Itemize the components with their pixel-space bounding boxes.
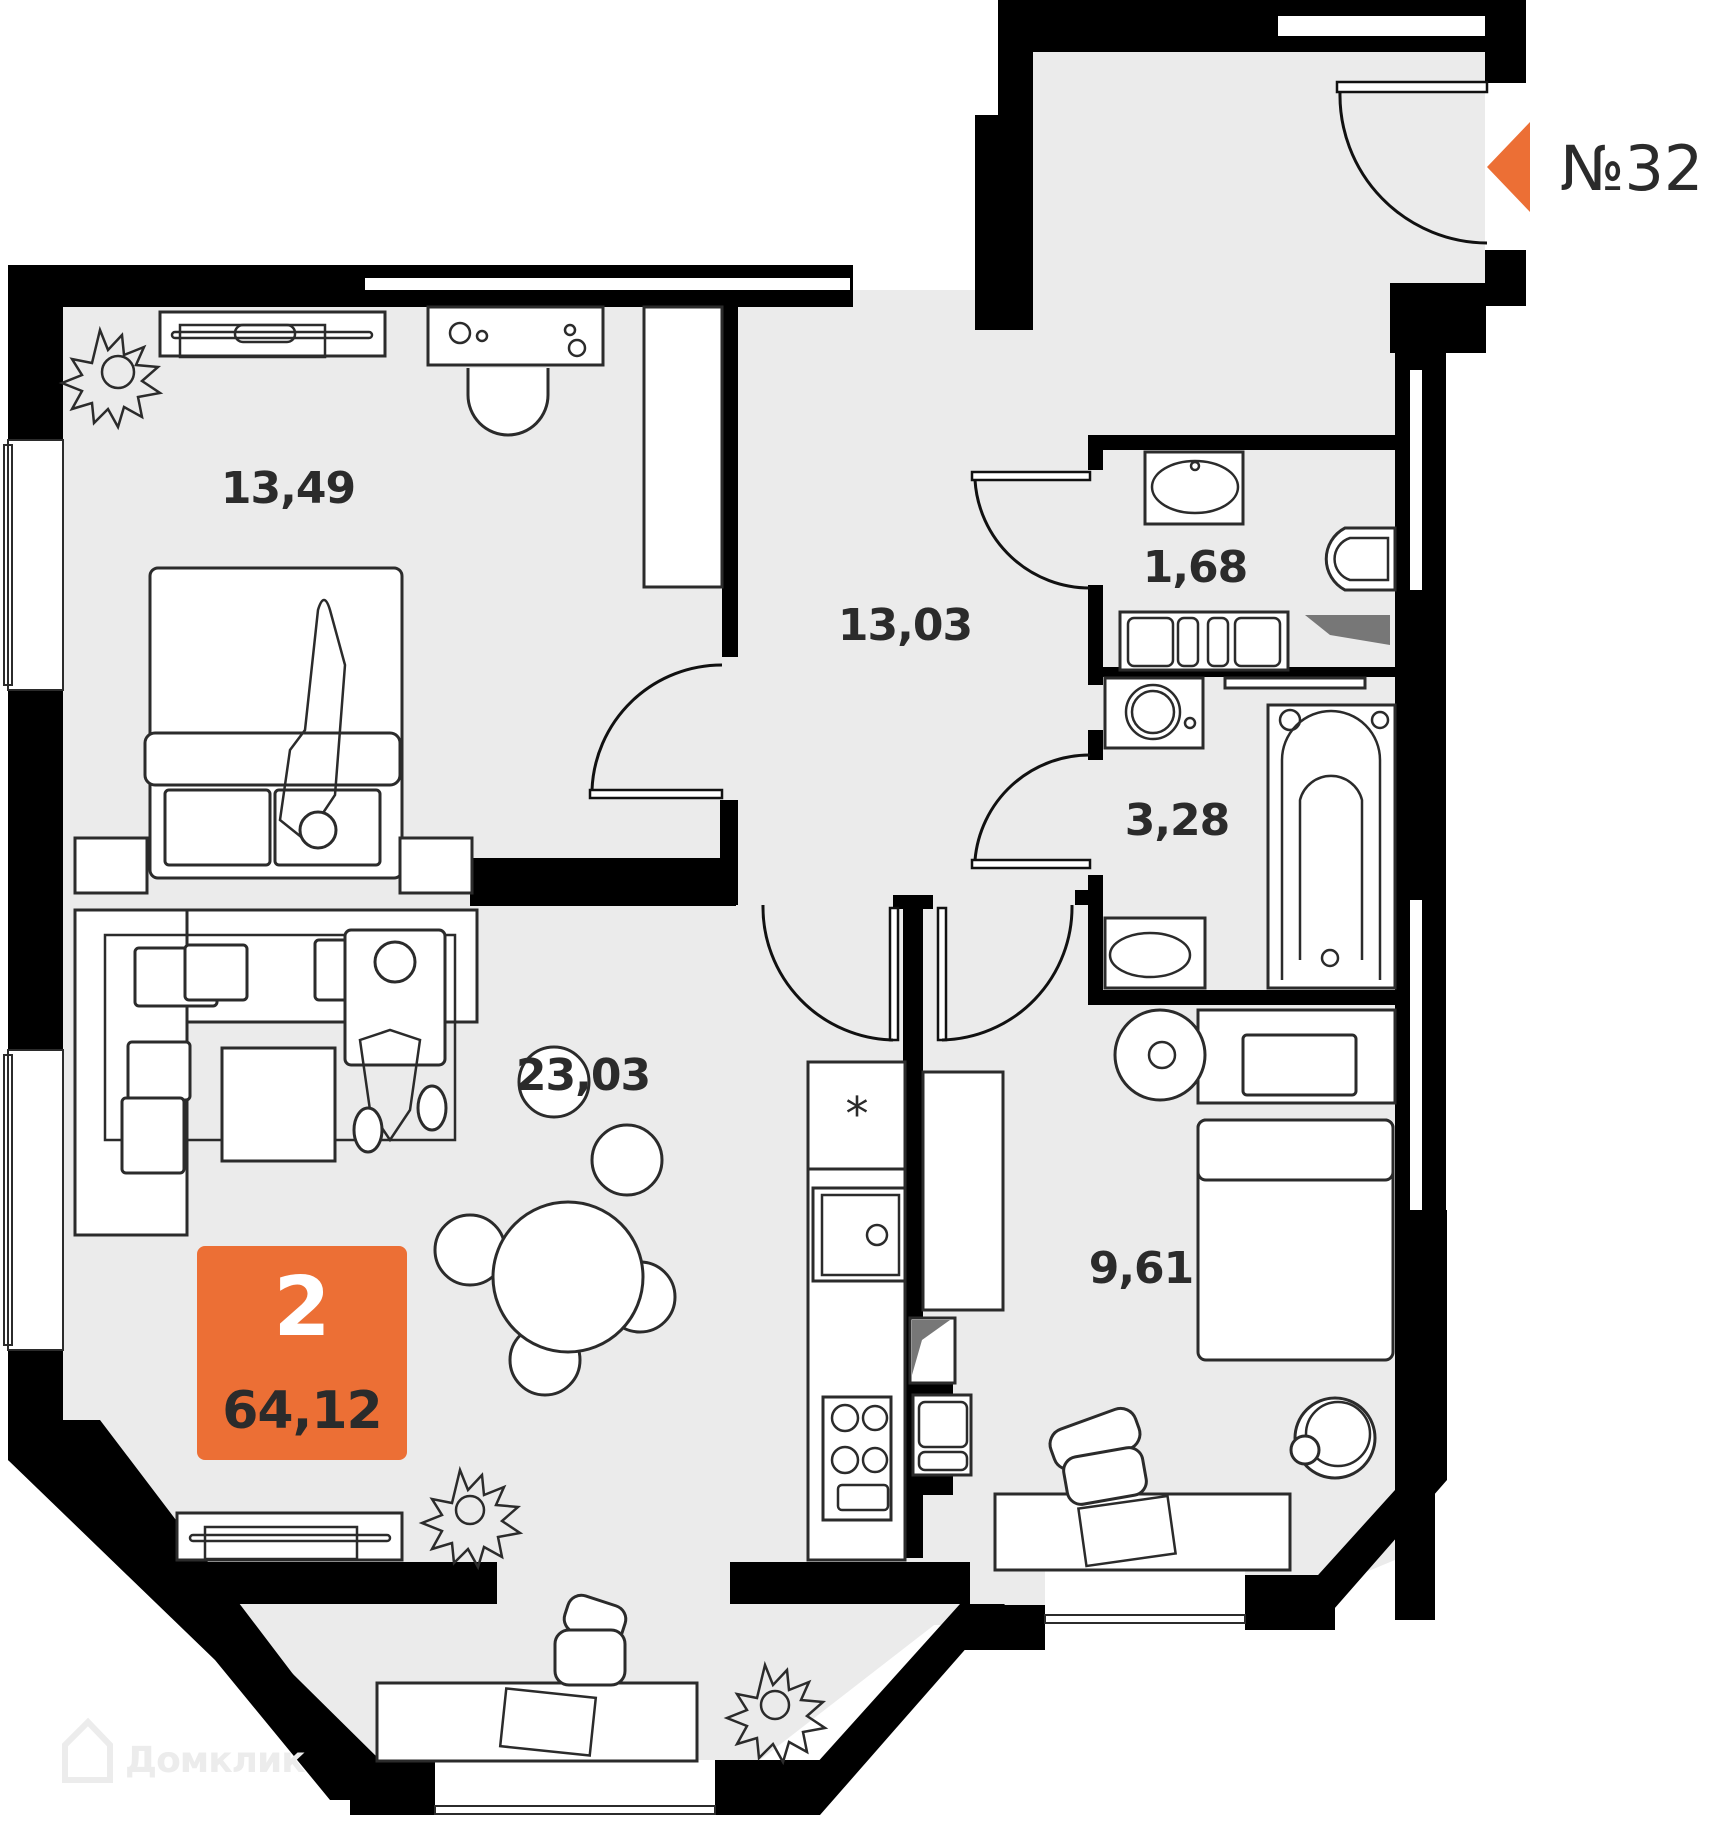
bathroom-door[interactable]: [970, 753, 1092, 870]
washing-machine: [1103, 676, 1205, 750]
towel-rail: [1223, 676, 1367, 690]
bedroom-area-label: 13,49: [221, 463, 355, 514]
area-labels: 13,49 13,03 1,68 3,28 23,03 9,61: [221, 463, 1248, 1294]
bathroom-furniture: [1103, 676, 1397, 990]
window-top-bedroom: [365, 278, 850, 290]
window-right-lower: [1410, 900, 1422, 1210]
desk-bay: [375, 1681, 699, 1763]
nightstand-right: [398, 836, 474, 895]
fridge: *: [806, 1060, 907, 1171]
living-room-door[interactable]: [761, 904, 900, 1042]
entrance-door[interactable]: [1335, 80, 1489, 245]
office-chair-bay: [553, 1593, 628, 1687]
window-left-lower: [3, 1049, 64, 1351]
entrance-arrow-icon: [1487, 122, 1530, 212]
toilet-bowl: [1324, 526, 1397, 592]
kitchen-furniture: *: [806, 1060, 973, 1562]
summary-badge: 2 64,12: [197, 1246, 407, 1460]
boiler: [908, 1316, 957, 1385]
living-furniture: [73, 908, 677, 1571]
toy-basket: [1289, 1396, 1377, 1480]
window-bottom-children: [1044, 1570, 1246, 1628]
watermark-text: Домклик: [125, 1740, 305, 1781]
total-area: 64,12: [222, 1381, 381, 1441]
children-room-door[interactable]: [936, 904, 1074, 1042]
toilet-furniture: [1118, 450, 1397, 672]
toilet-area-label: 1,68: [1143, 542, 1248, 593]
floor-area: [63, 50, 1485, 1760]
tv-stand: [158, 310, 387, 359]
window-left-upper: [3, 439, 64, 691]
plant-icon: [723, 1660, 829, 1766]
bay-furniture: [375, 1593, 829, 1766]
hallway-area-label: 13,03: [838, 600, 972, 651]
window-right-upper: [1410, 370, 1422, 590]
bathtub: [1266, 703, 1397, 990]
double-bed: [143, 566, 404, 880]
kitchen-sink: [811, 1186, 907, 1283]
entrance-marker: №32: [1487, 122, 1703, 212]
plant-icon: [58, 325, 164, 431]
single-bed: [1196, 1008, 1397, 1362]
person-reading: [343, 928, 448, 1154]
plant-icon: [418, 1465, 524, 1571]
desk-children: [993, 1492, 1292, 1572]
children-furniture: [993, 1008, 1397, 1572]
toilet-door[interactable]: [970, 470, 1092, 590]
office-chair-children: [1048, 1406, 1148, 1506]
window-bottom-bay: [434, 1760, 716, 1820]
living-room-area-label: 23,03: [516, 1050, 650, 1101]
watermark: Домклик: [62, 1717, 306, 1783]
house-icon: [62, 1717, 113, 1783]
svg-text:*: *: [846, 1087, 869, 1141]
round-side-table: [1113, 1008, 1207, 1102]
bathroom-washbasin: [1103, 916, 1207, 990]
toilet-washbasin: [1143, 450, 1245, 526]
stove: [821, 1395, 893, 1522]
apartment-number: №32: [1560, 132, 1703, 205]
badge-background: [197, 1246, 407, 1460]
tv-stand-living: [175, 1511, 404, 1562]
installation-panel: [1118, 610, 1390, 672]
window-top-entrance: [1278, 16, 1486, 36]
bedroom-furniture: [58, 305, 724, 895]
coffee-table: [220, 1046, 337, 1163]
dining-table: [433, 1045, 677, 1397]
doors: [588, 80, 1489, 1042]
rooms-count: 2: [273, 1260, 330, 1355]
vanity-desk: [426, 305, 605, 437]
children-room-area-label: 9,61: [1089, 1243, 1194, 1294]
wardrobe-bedroom: [642, 305, 724, 589]
wardrobe-hall: [921, 1070, 1005, 1312]
bathroom-area-label: 3,28: [1125, 795, 1230, 846]
nightstand-left: [73, 836, 149, 895]
dishwasher: [911, 1393, 973, 1477]
bedroom-door[interactable]: [588, 663, 724, 800]
